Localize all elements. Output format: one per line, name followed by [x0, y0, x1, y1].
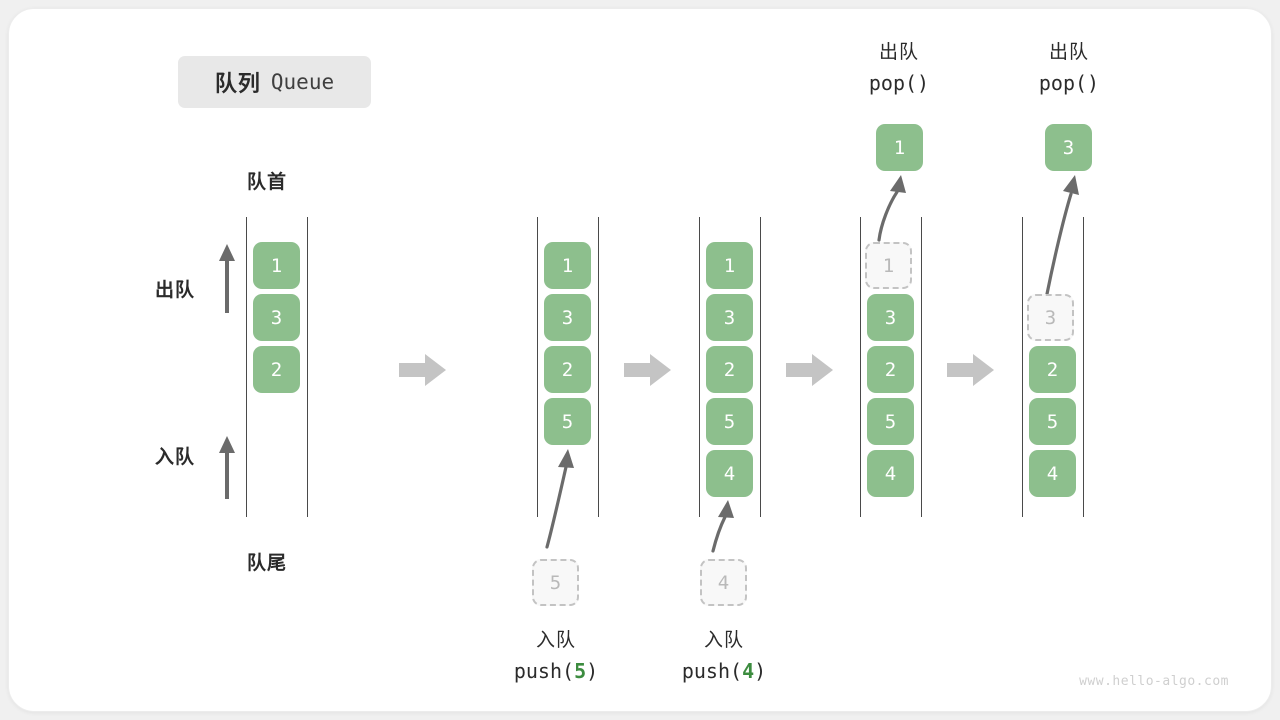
popped-cell: 3 — [1045, 124, 1092, 171]
queue-cell: 5 — [706, 398, 753, 445]
caption-code: pop() — [1038, 70, 1100, 95]
queue-cell: 5 — [544, 398, 591, 445]
popped-cell-ghost: 3 — [1027, 294, 1074, 341]
diagram-title-en: Queue — [270, 70, 335, 94]
label-queue-rear: 队尾 — [247, 553, 288, 574]
column-rail-right-push4 — [760, 217, 761, 517]
caption-code-suffix: ) — [754, 658, 767, 683]
caption-cn: 出队 — [878, 42, 919, 63]
caption-code-prefix: push( — [681, 658, 743, 683]
queue-cell: 4 — [867, 450, 914, 497]
transition-arrow-icon — [786, 352, 834, 388]
label-enqueue-direction: 入队 — [155, 447, 196, 468]
dequeue-up-arrow-icon — [214, 241, 240, 315]
caption-code-suffix: ) — [586, 658, 599, 683]
diagram-title-chip: 队列 Queue — [178, 56, 371, 108]
pending-cell-ghost: 5 — [532, 559, 579, 606]
column-rail-left-initial — [246, 217, 247, 517]
column-rail-left-push5 — [537, 217, 538, 517]
push-arrow-icon — [529, 445, 589, 549]
caption-code: push(4) — [624, 656, 824, 686]
diagram-title-cn: 队列 — [214, 71, 261, 96]
column-rail-left-push4 — [699, 217, 700, 517]
caption-code-arg: 5 — [574, 658, 587, 683]
queue-cell: 1 — [253, 242, 300, 289]
queue-cell: 4 — [1029, 450, 1076, 497]
pop-arrow-icon — [859, 172, 919, 242]
caption-pop-1: 出队 pop() — [824, 39, 974, 98]
column-rail-right-push5 — [598, 217, 599, 517]
column-rail-left-pop3 — [1022, 217, 1023, 517]
queue-cell: 2 — [1029, 346, 1076, 393]
queue-cell: 3 — [867, 294, 914, 341]
label-queue-front: 队首 — [247, 172, 288, 193]
queue-cell: 3 — [253, 294, 300, 341]
column-rail-right-pop3 — [1083, 217, 1084, 517]
popped-cell: 1 — [876, 124, 923, 171]
queue-cell: 5 — [867, 398, 914, 445]
caption-code: push(5) — [456, 656, 656, 686]
push-arrow-icon — [699, 497, 753, 553]
caption-code-arg: 4 — [742, 658, 755, 683]
column-rail-right-initial — [307, 217, 308, 517]
column-rail-right-pop1 — [921, 217, 922, 517]
caption-pop-3: 出队 pop() — [994, 39, 1144, 98]
queue-cell: 2 — [706, 346, 753, 393]
queue-cell: 1 — [544, 242, 591, 289]
caption-push-4: 入队 push(4) — [624, 627, 824, 686]
watermark-text: www.hello-algo.com — [1079, 674, 1229, 689]
column-rail-left-pop1 — [860, 217, 861, 517]
queue-cell: 2 — [544, 346, 591, 393]
enqueue-up-arrow-icon — [214, 433, 240, 501]
queue-cell: 1 — [706, 242, 753, 289]
queue-cell: 4 — [706, 450, 753, 497]
caption-cn: 出队 — [1048, 42, 1089, 63]
queue-cell: 3 — [544, 294, 591, 341]
transition-arrow-icon — [947, 352, 995, 388]
queue-cell: 2 — [867, 346, 914, 393]
pop-arrow-icon — [1029, 172, 1095, 296]
transition-arrow-icon — [624, 352, 672, 388]
queue-cell: 2 — [253, 346, 300, 393]
caption-cn: 入队 — [703, 630, 744, 651]
caption-cn: 入队 — [535, 630, 576, 651]
caption-code: pop() — [868, 70, 930, 95]
caption-code-prefix: push( — [513, 658, 575, 683]
transition-arrow-icon — [399, 352, 447, 388]
diagram-card: 队列 Queue 队首 队尾 出队 入队 1 3 2 — [8, 8, 1272, 712]
caption-push-5: 入队 push(5) — [456, 627, 656, 686]
popped-cell-ghost: 1 — [865, 242, 912, 289]
pending-cell-ghost: 4 — [700, 559, 747, 606]
queue-cell: 3 — [706, 294, 753, 341]
queue-cell: 5 — [1029, 398, 1076, 445]
label-dequeue-direction: 出队 — [155, 280, 196, 301]
